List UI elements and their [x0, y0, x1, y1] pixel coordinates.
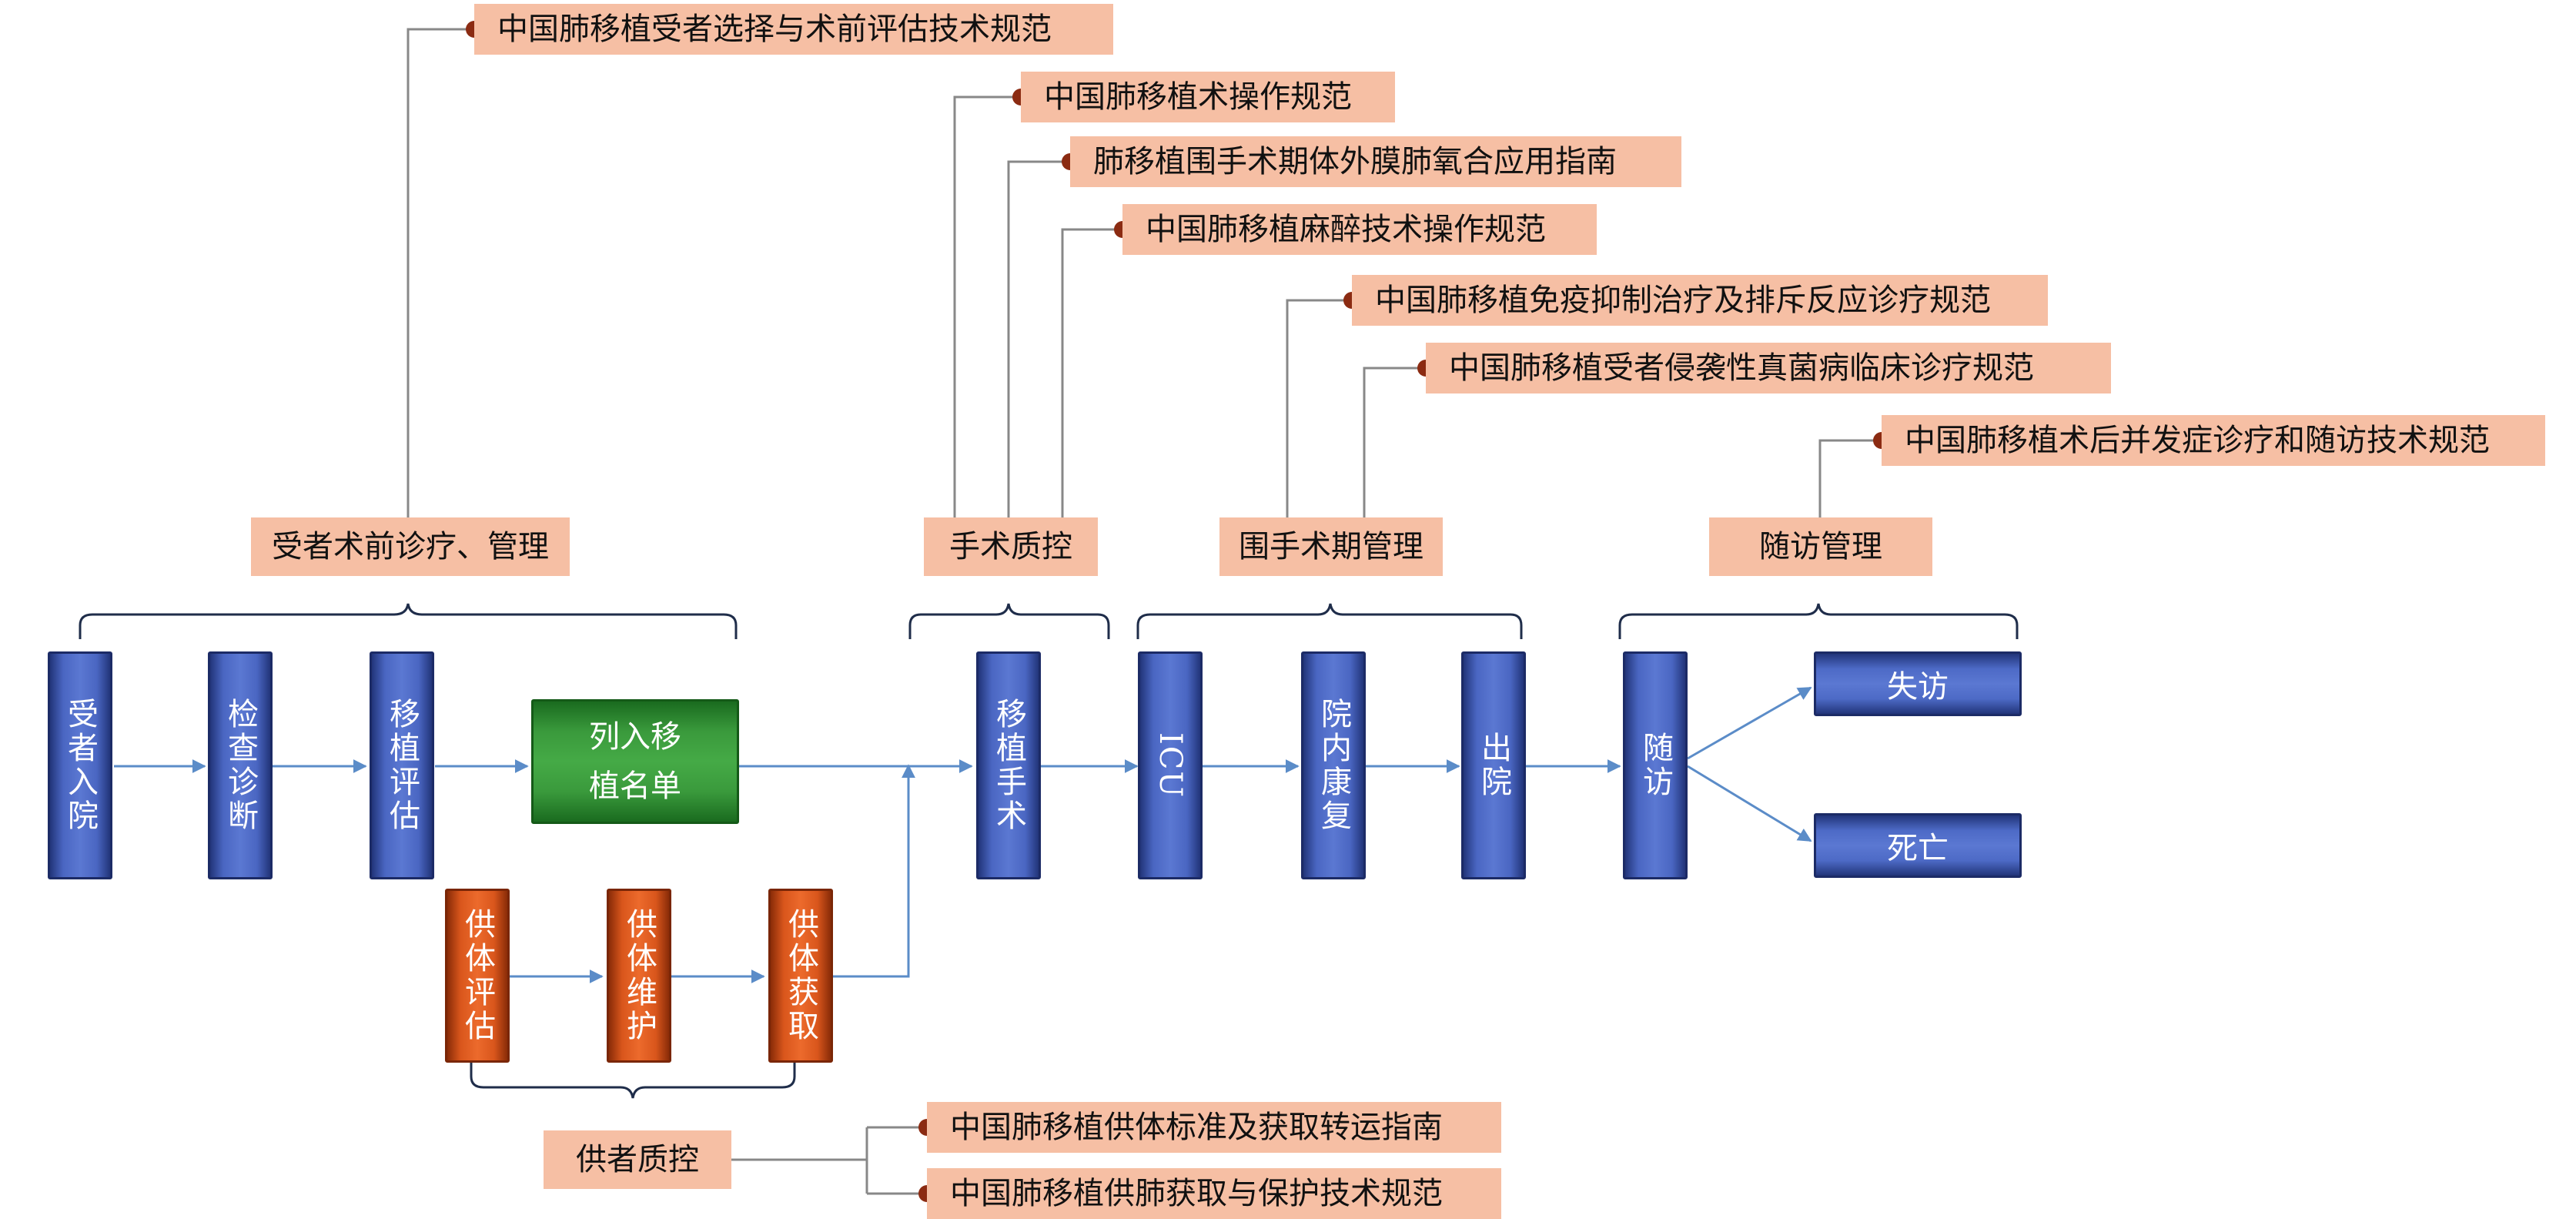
category-preop-management: 受者术前诊疗、管理 [251, 517, 570, 576]
category-surgery-qc: 手术质控 [924, 517, 1098, 576]
step-followup: 随访 [1623, 651, 1688, 879]
step-label: 受者入院 [62, 698, 98, 833]
step-label: 院内康复 [1316, 698, 1351, 833]
step-label: 供体评估 [460, 908, 495, 1043]
standard-fungal-disease: 中国肺移植受者侵袭性真菌病临床诊疗规范 [1426, 343, 2111, 393]
standard-connectors [406, 28, 1878, 1195]
step-icu: ICU [1138, 651, 1203, 879]
brackets [79, 603, 2019, 1099]
flow-arrows [114, 686, 1812, 983]
step-label: 移植手术 [991, 698, 1026, 833]
donor-procurement: 供体获取 [768, 889, 833, 1063]
outcome-death: 死亡 [1814, 813, 2022, 878]
step-label: 供体获取 [783, 908, 818, 1043]
standard-ecmo-guideline: 肺移植围手术期体外膜肺氧合应用指南 [1070, 136, 1681, 187]
donor-evaluation: 供体评估 [445, 889, 510, 1063]
step-recipient-admission: 受者入院 [48, 651, 112, 879]
step-label: 随访 [1638, 732, 1673, 799]
standard-recipient-selection: 中国肺移植受者选择与术前评估技术规范 [474, 4, 1113, 55]
category-donor-qc: 供者质控 [544, 1130, 731, 1189]
step-discharge: 出院 [1461, 651, 1526, 879]
donor-maintenance: 供体维护 [607, 889, 671, 1063]
category-followup-management: 随访管理 [1709, 517, 1932, 576]
connector-dots [466, 21, 1890, 1202]
standard-postop-followup: 中国肺移植术后并发症诊疗和随访技术规范 [1882, 415, 2545, 466]
waitlist-line-2: 植名单 [589, 769, 681, 804]
step-inpatient-rehab: 院内康复 [1301, 651, 1366, 879]
step-label: 移植评估 [384, 698, 420, 833]
standard-immunosuppression: 中国肺移植免疫抑制治疗及排斥反应诊疗规范 [1352, 275, 2048, 326]
step-label: ICU [1153, 732, 1188, 799]
step-transplant-evaluation: 移植评估 [370, 651, 434, 879]
step-exam-diagnosis: 检查诊断 [208, 651, 273, 879]
outcome-lost-to-followup: 失访 [1814, 651, 2022, 716]
step-label: 检查诊断 [222, 698, 258, 833]
step-label: 供体维护 [621, 908, 657, 1043]
category-perioperative: 围手术期管理 [1219, 517, 1443, 576]
standard-surgery-operation: 中国肺移植术操作规范 [1021, 72, 1395, 122]
waitlist-line-1: 列入移 [589, 719, 681, 755]
standard-anesthesia: 中国肺移植麻醉技术操作规范 [1122, 204, 1597, 255]
step-label: 出院 [1476, 732, 1511, 799]
step-transplant-surgery: 移植手术 [976, 651, 1041, 879]
standard-donor-criteria: 中国肺移植供体标准及获取转运指南 [927, 1102, 1501, 1153]
step-waitlist: 列入移 植名单 [531, 699, 739, 824]
standard-donor-lung-protection: 中国肺移植供肺获取与保护技术规范 [927, 1168, 1501, 1219]
